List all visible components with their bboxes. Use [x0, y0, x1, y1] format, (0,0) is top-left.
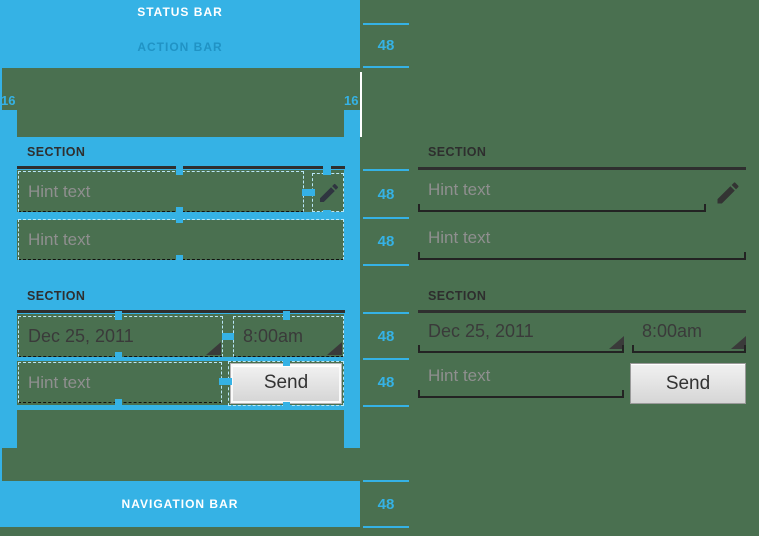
measurement-send-row: 48 [377, 374, 395, 391]
guide-tick [115, 399, 122, 408]
edit-icon-button[interactable] [714, 179, 742, 212]
status-bar: STATUS BAR [0, 0, 360, 23]
guide-tick [283, 357, 290, 366]
hint-text: Hint text [28, 182, 91, 201]
action-bar-label: ACTION BAR [137, 40, 223, 54]
content-cutout-bottom [2, 448, 360, 481]
section-title: SECTION [428, 145, 487, 159]
edit-icon-button[interactable] [312, 173, 344, 212]
row2-cutout [17, 220, 344, 260]
measurement-action-bar: 48 [377, 37, 395, 54]
measurement-nav-bar: 48 [377, 496, 395, 513]
margin-left-label: 16 [1, 93, 16, 108]
guide-tick [323, 210, 331, 220]
dropdown-triangle-icon [731, 336, 746, 349]
dropdown-triangle-icon [206, 342, 221, 355]
margin-right-label: 16 [344, 93, 359, 108]
hint-text: Hint text [428, 366, 491, 385]
margin-guide-line [360, 72, 362, 137]
guide-tick [115, 352, 122, 361]
measure-line [363, 480, 409, 482]
navigation-bar: NAVIGATION BAR [0, 481, 360, 527]
guide-tick [176, 207, 183, 220]
dropdown-triangle-icon [327, 342, 342, 355]
measure-line [363, 526, 409, 528]
time-spinner[interactable]: 8:00am [632, 313, 746, 353]
date-value: Dec 25, 2011 [28, 326, 134, 346]
pencil-icon [320, 183, 339, 202]
section-rule [17, 310, 345, 313]
measure-line [363, 358, 409, 360]
guide-tick [302, 189, 315, 196]
measure-line [363, 217, 409, 219]
send-button[interactable]: Send [630, 363, 746, 404]
date-spinner[interactable]: Dec 25, 2011 [418, 313, 624, 353]
hint-text: Hint text [428, 228, 491, 247]
edit-text-field[interactable]: Hint text [418, 171, 706, 212]
guide-tick [283, 311, 290, 320]
guide-tick [176, 255, 183, 264]
measurement-row2: 48 [377, 233, 395, 250]
measurement-date-row: 48 [377, 328, 395, 345]
section-rule [418, 167, 746, 170]
measure-line [363, 66, 409, 68]
section-rule [418, 310, 746, 313]
measure-line [363, 264, 409, 266]
time-spinner[interactable]: 8:00am [233, 316, 344, 357]
date-value: Dec 25, 2011 [428, 321, 534, 341]
guide-tick [283, 402, 290, 411]
date-spinner[interactable]: Dec 25, 2011 [18, 316, 223, 357]
guide-tick [176, 166, 183, 175]
measure-line [363, 312, 409, 314]
section-title: SECTION [27, 289, 86, 303]
dropdown-triangle-icon [609, 336, 624, 349]
edit-text-field[interactable]: Hint text [418, 357, 624, 398]
time-value: 8:00am [642, 321, 703, 341]
send-button-label: Send [665, 373, 711, 394]
send-button-label: Send [263, 372, 309, 393]
guide-tick [176, 214, 183, 223]
measure-line [363, 405, 409, 407]
section-title: SECTION [27, 145, 86, 159]
guide-tick [222, 333, 234, 340]
navigation-bar-label: NAVIGATION BAR [121, 497, 239, 511]
time-value: 8:00am [243, 326, 304, 346]
action-bar: ACTION BAR [0, 23, 360, 68]
pencil-icon [717, 182, 739, 204]
blueprint-phone-mockup: STATUS BAR ACTION BAR 16 16 SECTION Hint… [0, 0, 360, 527]
measure-line [363, 169, 409, 171]
content-cutout-top [2, 68, 360, 110]
hint-text: Hint text [28, 373, 91, 392]
hint-text: Hint text [28, 230, 91, 249]
edit-text-field[interactable]: Hint text [18, 171, 304, 212]
measurement-row1: 48 [377, 186, 395, 203]
content-cutout-margin-top [17, 110, 344, 137]
send-button[interactable]: Send [230, 363, 342, 404]
edit-text-field[interactable]: Hint text [18, 362, 222, 403]
row1-cutout [17, 170, 344, 212]
guide-tick [115, 311, 122, 320]
hint-text: Hint text [428, 180, 491, 199]
edit-text-field[interactable]: Hint text [418, 219, 746, 260]
section-title: SECTION [428, 289, 487, 303]
guide-tick [323, 166, 331, 175]
measure-line [363, 23, 409, 25]
edit-text-field[interactable]: Hint text [18, 219, 344, 260]
content-cutout-margin-bottom [17, 410, 344, 448]
row3-cutout [17, 314, 344, 357]
status-bar-label: STATUS BAR [137, 5, 223, 19]
guide-tick [219, 378, 232, 385]
